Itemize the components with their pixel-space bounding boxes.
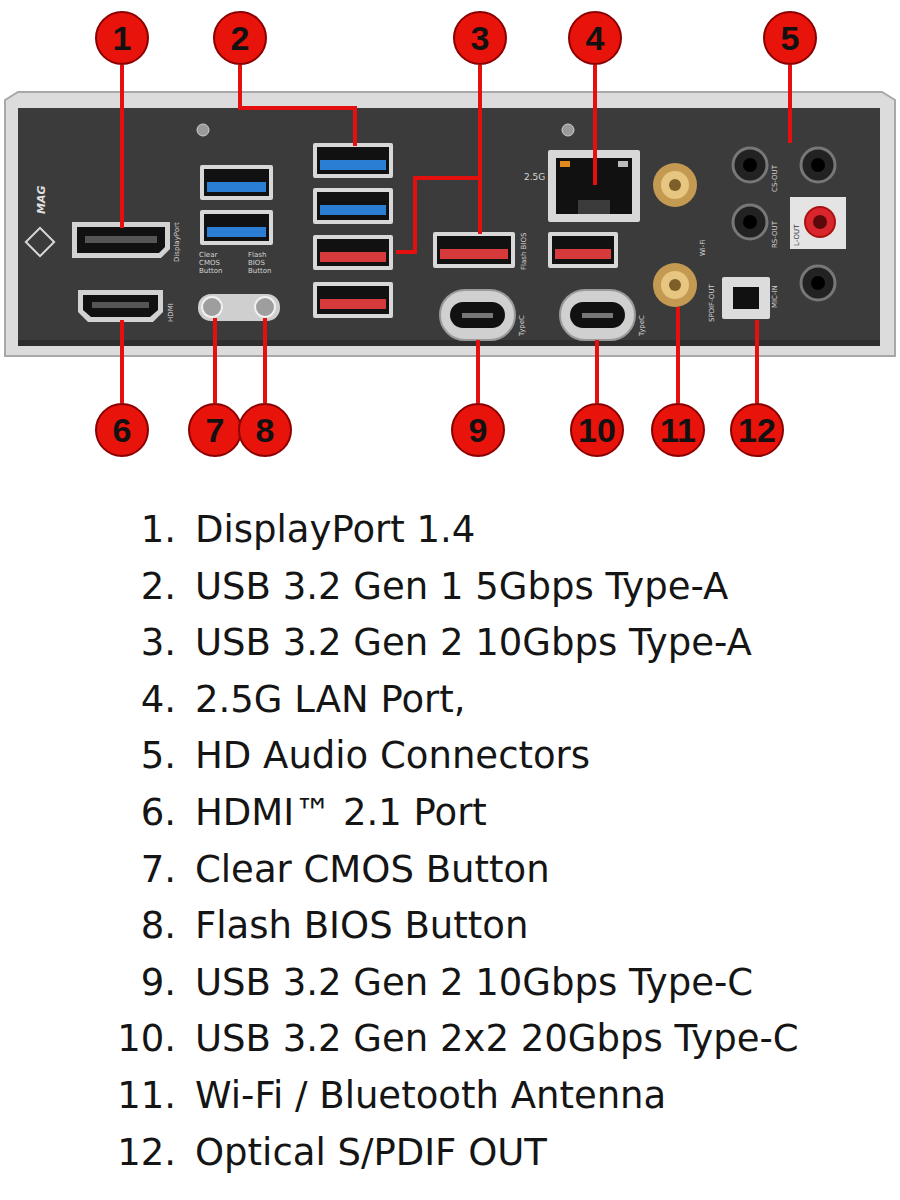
list-item: USB 3.2 Gen 2x2 20Gbps Type-C [195,1017,799,1061]
list-number: 9. [96,961,176,1005]
callout-circle: 3 [453,11,507,65]
list-item: Flash BIOS Button [195,904,528,948]
leader-line [263,318,267,403]
port-label: DisplayPort [173,222,181,262]
leader-line [593,65,597,185]
list-item: Wi-Fi / Bluetooth Antenna [195,1074,666,1118]
list-item: 2.5G LAN Port, [195,678,466,722]
port-label: TypeC [518,315,526,336]
callout-number: 6 [113,413,132,447]
leader-line [213,318,217,403]
callout-number: 12 [738,413,776,447]
audio-label: SPDIF-OUT [708,284,716,322]
list-item: Optical S/PDIF OUT [195,1131,547,1175]
callout-number: 3 [471,21,490,55]
list-item: HD Audio Connectors [195,734,590,778]
port-label: 2.5G [524,172,545,182]
list-item: USB 3.2 Gen 1 5Gbps Type-A [195,565,728,609]
list-number: 3. [96,621,176,665]
leader-line [476,340,480,403]
callout-number: 8 [256,413,275,447]
port-label: HDMI [167,303,175,322]
callout-circle: 1 [95,11,149,65]
antenna-label: Wi-Fi [699,239,707,256]
leader-line [478,65,482,234]
brand-logo: MAG [36,186,48,215]
callout-number: 1 [113,21,132,55]
leader-line [120,320,124,403]
leader-line [396,178,480,252]
callout-circle: 4 [568,11,622,65]
leader-line [755,320,759,403]
list-number: 10. [96,1017,176,1061]
list-number: 11. [96,1074,176,1118]
callout-number: 11 [660,413,696,447]
list-number: 12. [96,1131,176,1175]
callout-circle: 7 [188,403,242,457]
button-label: Clear CMOS Button [199,251,231,275]
list-item: USB 3.2 Gen 2 10Gbps Type-A [195,621,752,665]
port-label: TypeC [638,315,646,336]
callout-circle: 12 [730,403,784,457]
button-label: Flash BIOS Button [248,251,280,275]
callout-circle: 10 [570,403,624,457]
list-number: 4. [96,678,176,722]
list-item: USB 3.2 Gen 2 10Gbps Type-C [195,961,753,1005]
leader-line [240,65,355,146]
list-number: 7. [96,848,176,892]
leader-line [120,65,124,228]
callout-number: 4 [586,21,605,55]
callout-number: 9 [469,413,488,447]
list-number: 6. [96,791,176,835]
list-item: Clear CMOS Button [195,848,550,892]
list-number: 8. [96,904,176,948]
audio-label: MIC-IN [771,285,779,308]
list-item: DisplayPort 1.4 [195,508,475,552]
list-number: 2. [96,565,176,609]
callout-number: 10 [578,413,616,447]
leader-line [676,307,680,403]
audio-label: L-OUT [793,225,801,246]
port-label: Flash BIOS [520,233,528,270]
list-number: 1. [96,508,176,552]
list-number: 5. [96,734,176,778]
callout-number: 2 [231,21,250,55]
audio-label: RS-OUT [771,221,779,248]
list-item: HDMI™ 2.1 Port [195,791,487,835]
callout-circle: 9 [451,403,505,457]
callout-circle: 6 [95,403,149,457]
callout-circle: 8 [238,403,292,457]
leader-line [595,340,599,403]
audio-label: CS-OUT [771,165,779,192]
leader-line [788,65,792,143]
callout-circle: 11 [651,403,705,457]
callout-circle: 5 [763,11,817,65]
callout-number: 7 [206,413,225,447]
callout-number: 5 [781,21,800,55]
callout-circle: 2 [213,11,267,65]
